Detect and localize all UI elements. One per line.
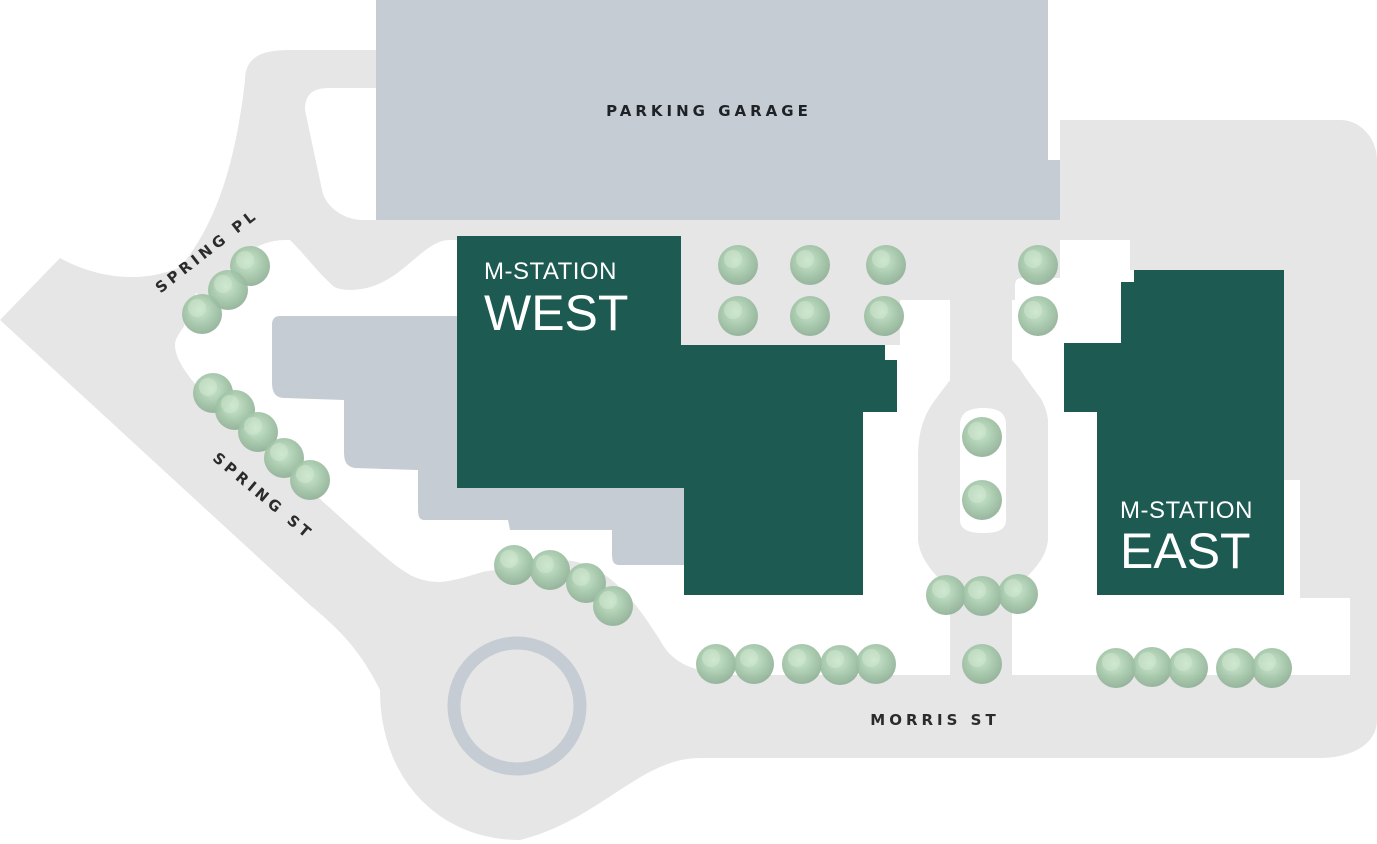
building-west-label-line1: M-STATION xyxy=(484,258,617,285)
building-east xyxy=(1064,270,1284,595)
spring-pl-road xyxy=(170,50,1060,300)
tree-icon xyxy=(566,563,606,603)
buildings xyxy=(457,236,1284,595)
building-east-label-line1: M-STATION xyxy=(1120,497,1253,524)
building-west-label-line2: WEST xyxy=(484,285,628,341)
tree-icon xyxy=(530,550,570,590)
island-spring xyxy=(175,240,610,582)
tree-icon xyxy=(1216,648,1256,688)
courtyard-walk xyxy=(680,240,1060,345)
tree-icon xyxy=(782,644,822,684)
tree-icon xyxy=(926,575,966,615)
tree-icon xyxy=(1096,648,1136,688)
building-west xyxy=(457,236,897,595)
tree-icon xyxy=(790,296,830,336)
tree-icon xyxy=(998,574,1038,614)
tree-icon xyxy=(238,412,278,452)
tree-icon xyxy=(718,245,758,285)
tree-icon xyxy=(962,644,1002,684)
tree-icon xyxy=(790,245,830,285)
tree-icon xyxy=(856,644,896,684)
tree-layer xyxy=(182,245,1292,688)
tree-icon xyxy=(718,296,758,336)
tree-icon xyxy=(734,644,774,684)
surface-parking-west xyxy=(272,316,684,565)
parking-areas xyxy=(272,0,1060,565)
east-loop-road xyxy=(1050,120,1377,675)
tree-icon xyxy=(593,586,633,626)
tree-icon xyxy=(182,294,222,334)
tree-icon xyxy=(1018,245,1058,285)
morris-st-road xyxy=(380,560,1377,840)
tree-icon xyxy=(866,245,906,285)
garage-label: PARKING GARAGE xyxy=(606,102,812,120)
tree-icon xyxy=(1018,296,1058,336)
tree-icon xyxy=(696,644,736,684)
tree-icon xyxy=(1252,648,1292,688)
tree-icon xyxy=(962,576,1002,616)
tree-icon xyxy=(208,270,248,310)
island-north xyxy=(305,88,376,220)
building-east-label-line2: EAST xyxy=(1120,523,1251,579)
parking-garage xyxy=(376,0,1060,220)
road-network xyxy=(0,50,1377,840)
tree-icon xyxy=(1168,648,1208,688)
tree-icon xyxy=(962,417,1002,457)
tree-icon xyxy=(1132,647,1172,687)
street-label-morris-st: MORRIS ST xyxy=(870,711,999,729)
tree-icon xyxy=(962,480,1002,520)
roundabout-ring xyxy=(447,636,587,776)
tree-icon xyxy=(290,460,330,500)
island-mid-south xyxy=(655,308,950,672)
spring-st-road xyxy=(0,258,500,690)
tree-icon xyxy=(494,545,534,585)
tree-icon xyxy=(864,296,904,336)
tree-icon xyxy=(820,645,860,685)
